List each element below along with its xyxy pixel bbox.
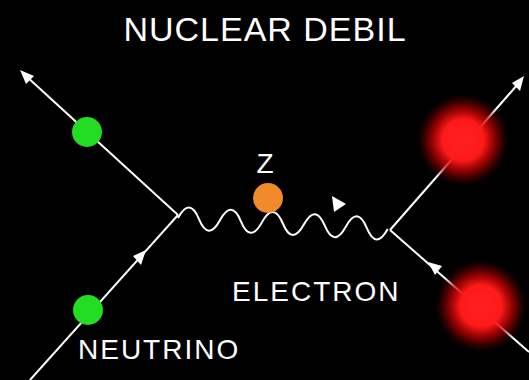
particle-label: NEUTRINO [78, 336, 240, 364]
electron-glow [417, 94, 509, 186]
arrow-head [133, 250, 146, 265]
arrow-head [512, 76, 524, 91]
neutrino-dot [73, 295, 103, 325]
z-boson-dot [253, 183, 283, 213]
arrow-head [428, 262, 442, 275]
diagram-title: NUCLEAR DEBIL [123, 12, 406, 46]
arrow-head [332, 196, 346, 212]
boson-wave [177, 207, 388, 240]
electron-glow [435, 260, 527, 352]
electron-line [390, 84, 518, 230]
neutrino-dot [72, 117, 102, 147]
electron-line [390, 230, 529, 352]
arrow-head [20, 70, 34, 84]
particle-label: ELECTRON [232, 278, 400, 306]
particle-label: Z [256, 150, 275, 178]
neutrino-line [26, 76, 178, 215]
